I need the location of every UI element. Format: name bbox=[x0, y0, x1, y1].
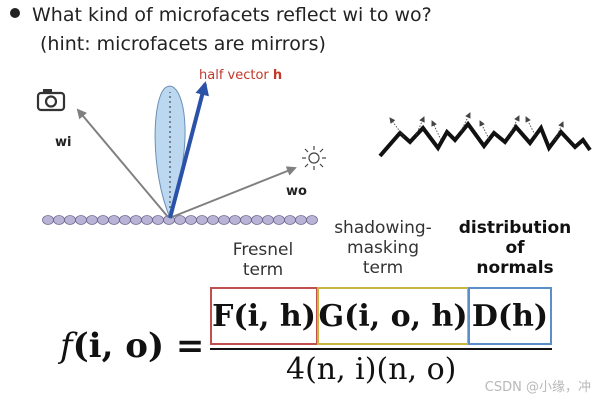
microfacet-profile bbox=[378, 112, 592, 158]
wi-label: wi bbox=[55, 135, 71, 150]
surface-bump bbox=[108, 215, 120, 225]
surface-bump bbox=[284, 215, 296, 225]
watermark: CSDN @小缘，冲 bbox=[484, 380, 591, 395]
distribution-term-label: distribution of normals bbox=[458, 218, 572, 278]
surface-bump bbox=[75, 215, 87, 225]
half-vector-arrow bbox=[168, 81, 209, 219]
surface-bump bbox=[218, 215, 230, 225]
camera-icon bbox=[36, 89, 66, 112]
surface-bump bbox=[240, 215, 252, 225]
surface-bump bbox=[64, 215, 76, 225]
surface-bump bbox=[53, 215, 65, 225]
surface-bump bbox=[42, 215, 54, 225]
denominator: 4(n, i)(n, o) bbox=[286, 352, 457, 387]
brdf-lhs: f(i, o) = bbox=[60, 326, 205, 366]
surface-bump bbox=[130, 215, 142, 225]
surface-bump bbox=[273, 215, 285, 225]
surface-bump bbox=[152, 215, 164, 225]
surface-bump bbox=[207, 215, 219, 225]
shadowing-box: G(i, o, h) bbox=[317, 287, 469, 345]
surface-bump bbox=[185, 215, 197, 225]
surface-bump bbox=[196, 215, 208, 225]
distribution-box: D(h) bbox=[468, 287, 552, 345]
surface-bump bbox=[86, 215, 98, 225]
wo-arrow bbox=[171, 166, 297, 218]
surface-bump bbox=[119, 215, 131, 225]
microsurface bbox=[42, 215, 318, 225]
sun-icon bbox=[302, 146, 326, 170]
surface-bump bbox=[174, 215, 186, 225]
fresnel-box: F(i, h) bbox=[210, 287, 318, 345]
hint-text: (hint: microfacets are mirrors) bbox=[40, 33, 326, 55]
fraction-bar bbox=[210, 348, 552, 350]
surface-bump bbox=[97, 215, 109, 225]
half-vector-label: half vector h bbox=[199, 68, 282, 83]
wo-label: wo bbox=[286, 184, 307, 199]
surface-bump bbox=[295, 215, 307, 225]
fresnel-term-label: Fresnel term bbox=[232, 240, 294, 280]
surface-bump bbox=[306, 215, 318, 225]
question-text: What kind of microfacets reflect wi to w… bbox=[10, 4, 432, 26]
surface-bump bbox=[229, 215, 241, 225]
surface-bump bbox=[251, 215, 263, 225]
surface-bump bbox=[141, 215, 153, 225]
bullet-icon bbox=[10, 8, 20, 18]
shadowing-term-label: shadowing- masking term bbox=[334, 218, 432, 278]
wi-arrow bbox=[76, 108, 169, 218]
surface-bump bbox=[262, 215, 274, 225]
